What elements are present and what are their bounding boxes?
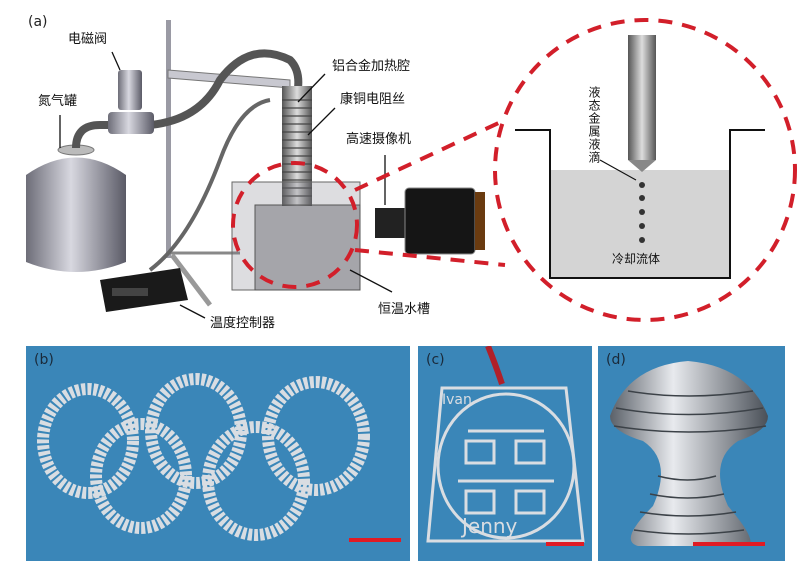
panel-c-label: (c) [426, 352, 445, 368]
label-camera: 高速摄像机 [346, 132, 412, 147]
droplets [639, 182, 645, 243]
pendant-print [426, 346, 585, 543]
pendant-text-jenny: Jenny [462, 514, 518, 538]
solenoid-valve [108, 70, 154, 134]
inset-container [515, 35, 765, 279]
olympic-rings-print [37, 373, 370, 541]
scale-bar [693, 542, 765, 546]
gas-hose [72, 121, 120, 149]
cable [148, 98, 271, 272]
heating-chamber [282, 86, 312, 206]
label-temperature-controller: 温度控制器 [210, 316, 276, 331]
label-resistance-wire: 康铜电阻丝 [340, 92, 406, 107]
panel-d-photo: (d) [598, 346, 785, 561]
label-nitrogen-tank: 氮气罐 [38, 94, 78, 109]
high-speed-camera [375, 187, 485, 255]
panel-b-label: (b) [34, 352, 54, 368]
label-droplet: 液态金属液滴 [587, 86, 601, 164]
panel-b-photo: (b) [26, 346, 410, 561]
pendant-text-ivan: Ivan [442, 392, 472, 408]
label-water-bath: 恒温水槽 [378, 302, 431, 317]
panel-d-label: (d) [606, 352, 626, 368]
vase-print [610, 361, 768, 546]
nitrogen-tank [26, 144, 126, 272]
stand-pole [166, 20, 171, 258]
label-cooling-fluid: 冷却流体 [612, 252, 661, 266]
water-bath [231, 181, 361, 291]
scale-bar [546, 542, 584, 546]
label-arrows [59, 51, 393, 319]
temperature-controller [100, 268, 188, 312]
scale-bar [349, 538, 401, 542]
panel-c-photo: (c) Ivan Jenny [418, 346, 592, 561]
label-solenoid-valve: 电磁阀 [68, 32, 108, 47]
zoom-highlight [231, 18, 797, 322]
label-heating-chamber: 铝合金加热腔 [332, 59, 411, 74]
apparatus-schematic [26, 18, 797, 322]
gas-hose-2 [149, 49, 303, 129]
panel-a-label: (a) [28, 14, 48, 30]
stand-foot [170, 253, 212, 307]
